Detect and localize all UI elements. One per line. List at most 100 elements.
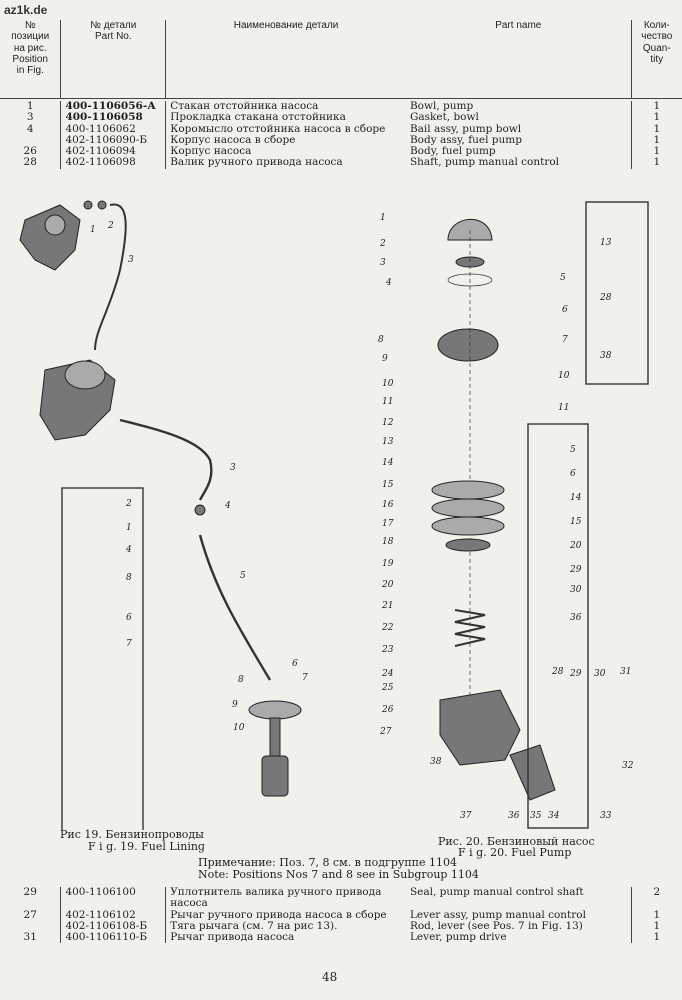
row-name-ru: Уплотнитель валика ручного привода <box>170 886 382 898</box>
callout-number: 29 <box>569 565 582 575</box>
callout-number: 28 <box>551 667 564 677</box>
row-part-no: 402-1106090-Б <box>60 134 167 147</box>
callout-number: 24 <box>381 669 394 679</box>
fuel-line-lower <box>198 534 272 681</box>
diaphragm-1 <box>431 480 505 500</box>
row-part-no: 402-1106102 <box>60 909 167 921</box>
fig20-caption-ru: Рис. 20. Бензиновый насос <box>438 835 595 848</box>
callout-number: 19 <box>382 559 394 569</box>
tank-tube-part <box>269 717 281 759</box>
callout-number: 2 <box>125 499 132 509</box>
callout-number: 2 <box>379 239 386 249</box>
callout-number: 4 <box>224 501 231 511</box>
row-qty: 1 <box>630 157 682 169</box>
callout-number: 9 <box>382 354 388 364</box>
row-name-en <box>406 898 631 909</box>
callout-number: 5 <box>570 445 576 455</box>
callout-number: 11 <box>558 403 569 413</box>
row-part-no: 400-1106062 <box>60 123 167 135</box>
row-qty: 1 <box>630 145 682 158</box>
diaphragm-spring-part <box>454 609 486 647</box>
fitting-part <box>83 200 93 210</box>
row-position <box>0 920 62 933</box>
table-header: № позиции на рис. Position in Fig. № дет… <box>0 20 682 99</box>
row-qty: 1 <box>630 100 682 113</box>
callout-number: 13 <box>382 437 394 447</box>
row-name-en: Lever assy, pump manual control <box>409 908 586 921</box>
callout-number: 21 <box>381 601 393 611</box>
callout-number: 22 <box>381 623 394 633</box>
callout-number: 4 <box>125 545 132 555</box>
header-qty: Коли- чество Quan- tity <box>630 20 682 99</box>
row-position: 1 <box>0 100 62 113</box>
callout-number: 14 <box>382 458 394 468</box>
row-qty: 1 <box>630 111 682 124</box>
callout-number: 36 <box>570 613 582 623</box>
row-name-en: Shaft, pump manual control <box>409 156 560 169</box>
row-qty: 1 <box>630 134 682 147</box>
callout-number: 23 <box>381 645 394 655</box>
callout-number: 20 <box>381 580 394 590</box>
callout-number: 13 <box>600 238 612 248</box>
callout-number: 29 <box>569 669 582 679</box>
callout-number: 10 <box>382 379 394 389</box>
row-name-en: Body assy, fuel pump <box>409 133 522 146</box>
callout-number: 38 <box>600 351 612 361</box>
row-name-en: Body, fuel pump <box>409 145 496 158</box>
callout-number: 26 <box>381 705 394 715</box>
callout-number: 7 <box>562 335 568 345</box>
row-part-no: 402-1106098 <box>60 157 167 169</box>
fuel-line-upper <box>94 203 127 351</box>
row-name-en: Bail assy, pump bowl <box>409 122 522 135</box>
row-part-no: 400-1106058 <box>60 111 167 124</box>
row-name-en: Gasket, bowl <box>409 111 479 124</box>
callout-number: 20 <box>569 541 582 551</box>
callout-number: 10 <box>233 723 245 733</box>
callout-number: 30 <box>570 585 582 595</box>
carburetor-part <box>19 204 81 271</box>
carburetor-inlet <box>44 214 66 236</box>
fig20-detail-frame-top <box>585 201 649 385</box>
callout-number: 1 <box>90 225 96 235</box>
pump-cover-part <box>437 328 499 362</box>
callout-number: 8 <box>378 335 384 345</box>
row-name-en: Lever, pump drive <box>409 931 507 944</box>
row-qty: 1 <box>630 931 682 944</box>
callout-number: 6 <box>570 469 576 479</box>
callout-number: 32 <box>622 761 634 771</box>
callout-number: 9 <box>232 700 238 710</box>
callout-number: 6 <box>292 659 298 669</box>
row-part-no: 400-1106110-Б <box>60 931 167 944</box>
table-row: насоса <box>0 897 682 910</box>
row-name-ru: Валик ручного привода насоса <box>170 156 343 169</box>
callout-number: 15 <box>382 480 394 490</box>
callout-number: 33 <box>600 811 612 821</box>
row-position: 4 <box>0 123 62 135</box>
note-en: Note: Positions Nos 7 and 8 see in Subgr… <box>198 868 479 881</box>
callout-number: 3 <box>128 255 134 265</box>
fig20-caption-en: F i g. 20. Fuel Pump <box>458 846 572 859</box>
callout-number: 30 <box>594 669 606 679</box>
fig19-caption-ru: Рис 19. Бензинопроводы <box>60 828 204 841</box>
callout-number: 34 <box>548 811 560 821</box>
row-qty: 1 <box>630 123 682 135</box>
row-part-no: 400-1106100 <box>60 886 167 899</box>
callout-number: 8 <box>238 675 244 685</box>
row-position: 26 <box>0 145 62 158</box>
callout-number: 4 <box>385 278 392 288</box>
row-part-no: 400-1106056-А <box>60 100 167 113</box>
fig19-caption-en: F i g. 19. Fuel Lining <box>88 840 205 853</box>
header-name-ru: Наименование детали <box>165 20 406 99</box>
row-position <box>0 134 62 147</box>
callout-number: 3 <box>380 258 386 268</box>
row-position: 29 <box>0 886 62 899</box>
